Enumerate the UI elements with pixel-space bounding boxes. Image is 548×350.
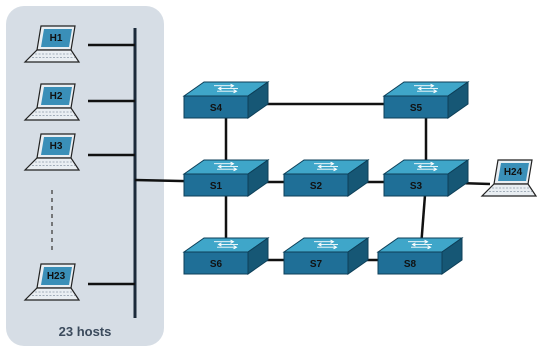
switch-label-s1: S1 bbox=[210, 181, 223, 192]
switch-s1[interactable]: S1 bbox=[182, 159, 270, 197]
laptop-h3[interactable]: H3 bbox=[23, 133, 81, 171]
switch-label-s8: S8 bbox=[404, 259, 417, 270]
laptop-h24[interactable]: H24 bbox=[480, 159, 538, 197]
switch-s4[interactable]: S4 bbox=[182, 81, 270, 119]
switch-label-s6: S6 bbox=[210, 259, 223, 270]
laptop-screen-icon bbox=[41, 267, 72, 285]
switch-side-face bbox=[347, 237, 369, 275]
host-label-h1: H1 bbox=[50, 33, 63, 44]
switch-label-s3: S3 bbox=[410, 181, 423, 192]
laptop-screen-icon bbox=[498, 163, 529, 181]
switch-s8[interactable]: S8 bbox=[376, 237, 464, 275]
switch-s2[interactable]: S2 bbox=[282, 159, 370, 197]
switch-side-face bbox=[447, 159, 469, 197]
switch-label-s2: S2 bbox=[310, 181, 323, 192]
switch-s3[interactable]: S3 bbox=[382, 159, 470, 197]
laptop-h2[interactable]: H2 bbox=[23, 83, 81, 121]
laptop-h23[interactable]: H23 bbox=[23, 263, 81, 301]
host-label-h3: H3 bbox=[50, 141, 63, 152]
switch-s6[interactable]: S6 bbox=[182, 237, 270, 275]
laptop-keyboard-icon bbox=[480, 183, 538, 197]
laptop-h1[interactable]: H1 bbox=[23, 25, 81, 63]
switch-side-face bbox=[441, 237, 463, 275]
laptop-keyboard-icon bbox=[23, 157, 81, 171]
switch-s7[interactable]: S7 bbox=[282, 237, 370, 275]
switch-s5[interactable]: S5 bbox=[382, 81, 470, 119]
laptop-screen-icon bbox=[41, 137, 72, 155]
switch-side-face bbox=[347, 159, 369, 197]
switch-label-s5: S5 bbox=[410, 103, 423, 114]
laptop-keyboard-icon bbox=[23, 287, 81, 301]
switch-label-s4: S4 bbox=[210, 103, 223, 114]
host-label-h24: H24 bbox=[504, 167, 523, 178]
laptop-keyboard-icon bbox=[23, 107, 81, 121]
switch-label-s7: S7 bbox=[310, 259, 323, 270]
switch-side-face bbox=[247, 159, 269, 197]
laptop-keyboard-icon bbox=[23, 49, 81, 63]
switch-side-face bbox=[247, 237, 269, 275]
switch-side-face bbox=[247, 81, 269, 119]
host-label-h2: H2 bbox=[50, 91, 63, 102]
laptop-screen-icon bbox=[41, 87, 72, 105]
switch-side-face bbox=[447, 81, 469, 119]
host-label-h23: H23 bbox=[47, 271, 66, 282]
laptop-screen-icon bbox=[41, 29, 72, 47]
host-group-caption: 23 hosts bbox=[59, 324, 112, 339]
